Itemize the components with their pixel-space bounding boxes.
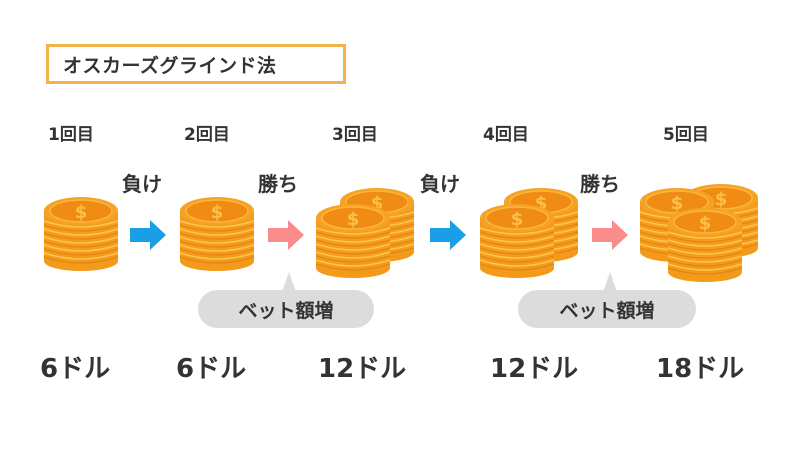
result-label-win-1: 勝ち (258, 172, 298, 196)
amount-round-2: 6ドル (176, 354, 247, 384)
coin-stacks-icon-round-3 (316, 186, 416, 282)
amount-round-4: 12ドル (490, 354, 579, 384)
result-label-lose-1: 負け (122, 172, 162, 196)
round-label-2: 2回目 (184, 125, 230, 145)
coin-stacks-icon-round-4 (480, 186, 580, 282)
bet-increase-bubble-2: ベット額増 (518, 272, 696, 328)
arrow-right-icon-win-2 (592, 220, 628, 250)
round-label-5: 5回目 (663, 125, 709, 145)
round-label-1: 1回目 (48, 125, 94, 145)
coin-stack-icon-round-1 (44, 195, 120, 275)
amount-round-5: 18ドル (656, 354, 745, 384)
coin-stacks-icon-round-5 (640, 182, 760, 286)
arrow-right-icon-lose-1 (130, 220, 166, 250)
round-label-4: 4回目 (483, 125, 529, 145)
arrow-right-icon-lose-2 (430, 220, 466, 250)
round-label-3: 3回目 (332, 125, 378, 145)
arrow-right-icon-win-1 (268, 220, 304, 250)
diagram-title: オスカーズグラインド法 (46, 44, 346, 84)
coin-stack-icon-round-2 (180, 195, 256, 275)
result-label-win-2: 勝ち (580, 172, 620, 196)
result-label-lose-2: 負け (420, 172, 460, 196)
amount-round-1: 6ドル (40, 354, 111, 384)
amount-round-3: 12ドル (318, 354, 407, 384)
bet-increase-bubble-1: ベット額増 (198, 272, 374, 328)
